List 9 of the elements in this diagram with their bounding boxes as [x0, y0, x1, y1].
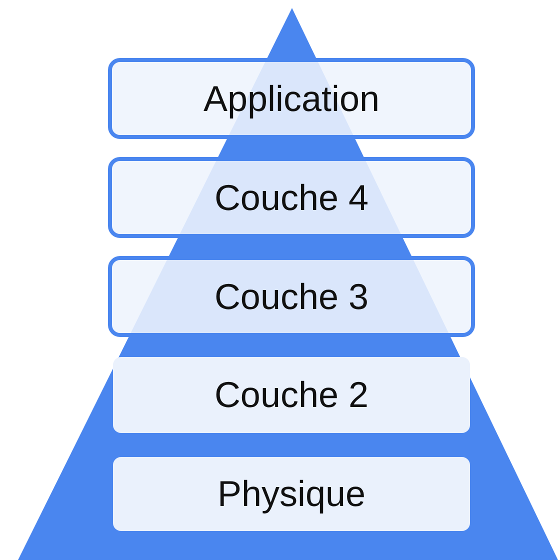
layer-box: [108, 58, 475, 139]
layer-label: Couche 2: [214, 374, 369, 416]
layer-box: [113, 457, 470, 531]
layer-label: Application: [203, 78, 380, 120]
layer-label: Couche 4: [214, 176, 369, 218]
layer-label: Couche 3: [214, 276, 369, 318]
layer-box: [113, 357, 470, 433]
layer-box: [108, 157, 475, 238]
layer-label: Physique: [217, 473, 366, 515]
